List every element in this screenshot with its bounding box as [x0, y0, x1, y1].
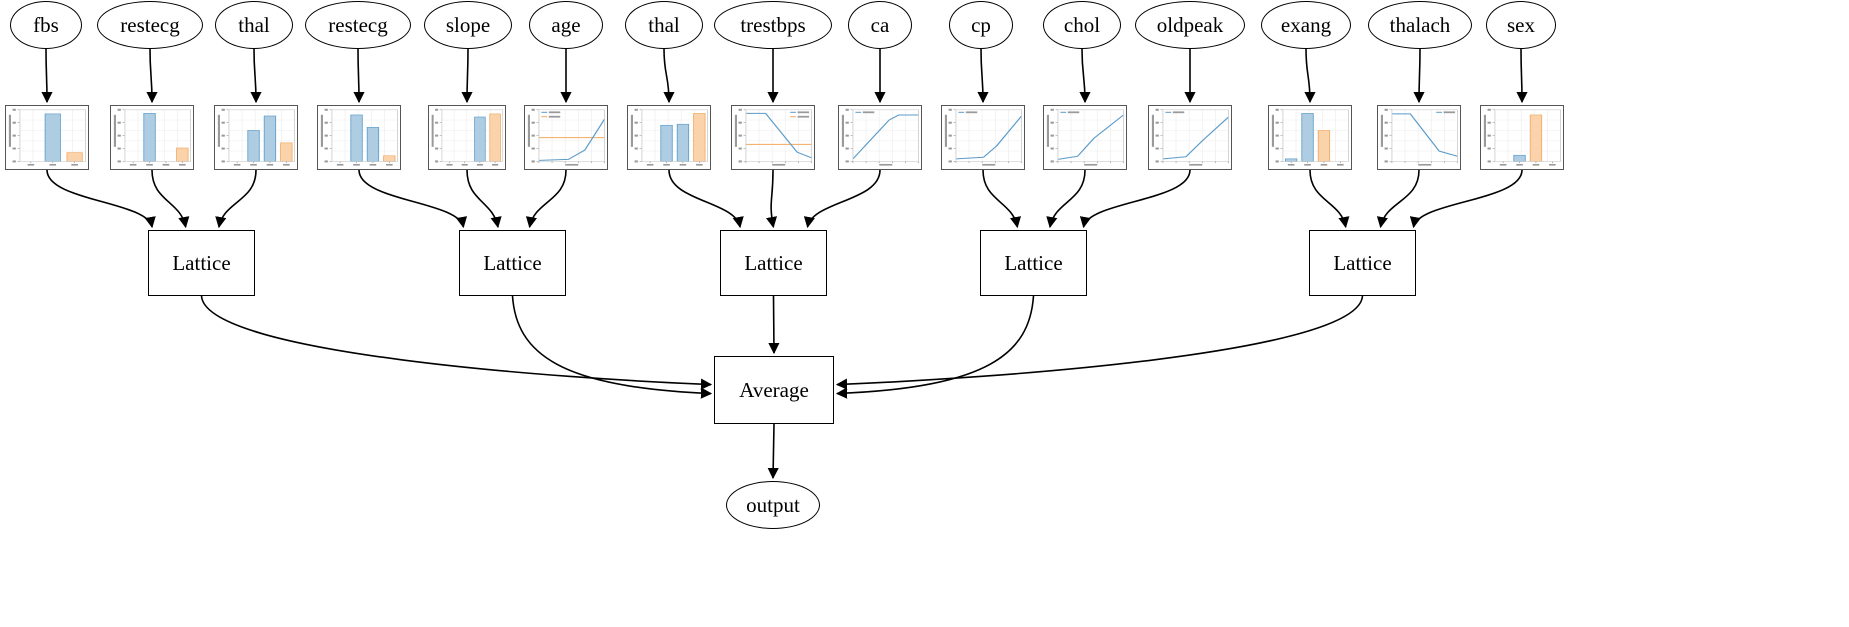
lattice-node-2[interactable]: Lattice [720, 230, 827, 296]
calibrator-chart [1269, 106, 1351, 169]
calibrator-chart [628, 106, 710, 169]
input-node-thal[interactable]: thal [215, 1, 293, 49]
edge-lattice-average-1 [511, 295, 713, 399]
calibrator-chart [318, 106, 400, 169]
input-node-cp[interactable]: cp [949, 1, 1013, 49]
calibrator-chart [111, 106, 193, 169]
calibrator-chart [732, 106, 814, 169]
edge-lattice-average-2 [768, 295, 780, 355]
edge-input-calibrator-3 [353, 48, 365, 104]
calibrator-panel-fbs[interactable] [5, 105, 89, 170]
edge-calibrator-lattice-3 [358, 169, 468, 229]
edge-lattice-average-4 [835, 295, 1364, 390]
calibrator-panel-slope[interactable] [428, 105, 506, 170]
input-node-restecg[interactable]: restecg [305, 1, 411, 49]
calibrator-panel-chol[interactable] [1043, 105, 1127, 170]
calibrator-panel-trestbps[interactable] [731, 105, 815, 170]
calibrator-chart [839, 106, 921, 169]
calibrator-panel-restecg[interactable] [317, 105, 401, 170]
lattice-node-3[interactable]: Lattice [980, 230, 1087, 296]
output-node[interactable]: output [726, 481, 820, 529]
calibrator-panel-sex[interactable] [1480, 105, 1564, 170]
input-node-thalach[interactable]: thalach [1368, 1, 1472, 49]
calibrator-chart [942, 106, 1024, 169]
edge-input-calibrator-12 [1304, 48, 1316, 104]
edge-input-calibrator-10 [1079, 48, 1091, 104]
calibrator-panel-cp[interactable] [941, 105, 1025, 170]
edge-calibrator-lattice-12 [1309, 169, 1350, 229]
edge-calibrator-lattice-8 [803, 169, 881, 229]
input-node-age[interactable]: age [529, 1, 603, 49]
edge-input-calibrator-0 [41, 48, 53, 104]
input-node-ca[interactable]: ca [848, 1, 912, 49]
lattice-node-4[interactable]: Lattice [1309, 230, 1416, 296]
calibrator-panel-thal[interactable] [214, 105, 298, 170]
edge-input-calibrator-1 [146, 48, 158, 104]
edge-calibrator-lattice-1 [151, 169, 190, 229]
edge-calibrator-lattice-9 [982, 169, 1022, 229]
input-node-slope[interactable]: slope [424, 1, 512, 49]
input-node-thal[interactable]: thal [625, 1, 703, 49]
edge-input-calibrator-4 [461, 48, 473, 104]
edge-average-output-0 [767, 423, 779, 480]
lattice-node-1[interactable]: Lattice [459, 230, 566, 296]
calibrator-panel-exang[interactable] [1268, 105, 1352, 170]
calibrator-chart [1481, 106, 1563, 169]
calibrator-chart [6, 106, 88, 169]
calibrator-chart [1149, 106, 1231, 169]
calibrator-panel-thalach[interactable] [1377, 105, 1461, 170]
input-node-oldpeak[interactable]: oldpeak [1135, 1, 1245, 49]
input-node-sex[interactable]: sex [1486, 1, 1556, 49]
calibrator-panel-oldpeak[interactable] [1148, 105, 1232, 170]
input-node-trestbps[interactable]: trestbps [714, 1, 832, 49]
edge-calibrator-lattice-2 [215, 169, 257, 229]
edge-calibrator-lattice-10 [1046, 169, 1086, 229]
input-node-exang[interactable]: exang [1261, 1, 1351, 49]
calibrator-chart [1378, 106, 1460, 169]
edge-calibrator-lattice-4 [466, 169, 502, 229]
input-node-restecg[interactable]: restecg [97, 1, 203, 49]
edge-input-calibrator-9 [977, 48, 989, 104]
calibrator-panel-ca[interactable] [838, 105, 922, 170]
input-node-fbs[interactable]: fbs [10, 1, 82, 49]
edge-input-calibrator-14 [1516, 48, 1528, 104]
edge-calibrator-lattice-13 [1376, 169, 1420, 229]
edge-calibrator-lattice-14 [1409, 169, 1523, 229]
edge-calibrator-lattice-11 [1079, 169, 1191, 229]
edge-input-calibrator-2 [250, 48, 262, 104]
calibrator-panel-age[interactable] [524, 105, 608, 170]
edge-calibrator-lattice-5 [525, 169, 567, 229]
calibrator-panel-thal[interactable] [627, 105, 711, 170]
calibrator-chart [1044, 106, 1126, 169]
edge-lattice-average-0 [200, 295, 713, 390]
edge-input-calibrator-13 [1413, 48, 1425, 104]
edge-input-calibrator-6 [663, 48, 675, 104]
calibrator-panel-restecg[interactable] [110, 105, 194, 170]
calibrator-chart [525, 106, 607, 169]
calibrator-chart [215, 106, 297, 169]
edge-calibrator-lattice-0 [46, 169, 156, 229]
average-node[interactable]: Average [714, 356, 834, 424]
input-node-chol[interactable]: chol [1043, 1, 1121, 49]
edge-calibrator-lattice-7 [766, 169, 778, 229]
lattice-node-0[interactable]: Lattice [148, 230, 255, 296]
edge-calibrator-lattice-6 [668, 169, 744, 229]
calibrator-chart [429, 106, 505, 169]
edge-lattice-average-3 [835, 295, 1035, 399]
